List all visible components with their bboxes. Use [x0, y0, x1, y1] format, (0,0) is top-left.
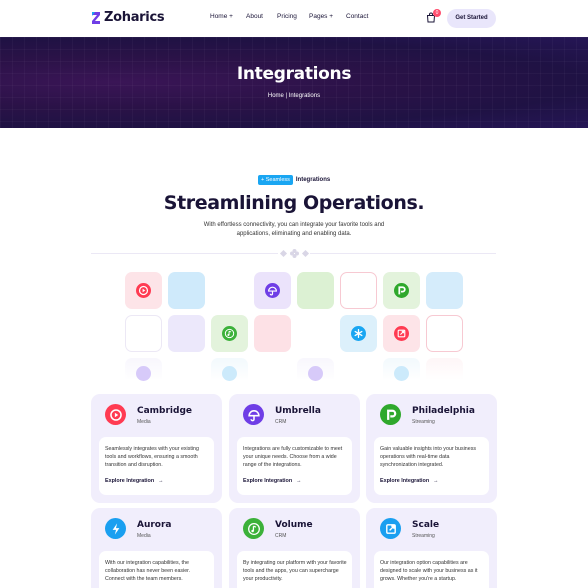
hero-grid-pattern [0, 37, 588, 128]
explore-integration-link[interactable]: Explore Integration→ [380, 478, 439, 484]
card-title: Scale [412, 520, 440, 530]
page-hero: Integrations Home | Integrations [0, 37, 588, 128]
card-title: Umbrella [275, 406, 321, 416]
site-header: Zoharics Home + About Pricing Pages + Co… [0, 0, 588, 37]
integration-tile [426, 358, 463, 380]
card-category: Streaming [412, 533, 435, 539]
card-body: With our integration capabilities, the c… [99, 551, 214, 588]
card-title: Philadelphia [412, 406, 475, 416]
integration-tile [383, 358, 420, 381]
integration-tile[interactable] [254, 315, 291, 352]
card-category: CRM [275, 419, 287, 425]
play-icon [136, 283, 151, 298]
integration-tile [297, 358, 334, 381]
integration-tile [211, 358, 248, 381]
card-description: Our integration option capabilities are … [380, 560, 478, 582]
integration-tile[interactable] [383, 315, 420, 352]
scale-icon [394, 326, 409, 341]
music-icon [222, 326, 237, 341]
card-description: Gain valuable insights into your busines… [380, 446, 476, 468]
diamond-icon [301, 249, 309, 257]
card-body: Our integration option capabilities are … [374, 551, 489, 588]
link-label: Explore Integration [105, 478, 155, 484]
divider-ornament [278, 247, 310, 259]
card-title: Cambridge [137, 406, 193, 416]
logo-mark-icon [92, 11, 100, 24]
integration-tile[interactable] [297, 272, 334, 309]
explore-integration-link[interactable]: Explore Integration→ [105, 478, 164, 484]
tile-icon [136, 366, 151, 381]
integration-tile[interactable] [168, 315, 205, 352]
integration-tile[interactable] [125, 272, 162, 309]
shopping-bag-icon[interactable] [426, 12, 436, 23]
p-logo-icon [380, 404, 401, 425]
bolt-icon [105, 518, 126, 539]
diamond-icon [279, 249, 287, 257]
eyebrow-pill: + Seamless [258, 175, 293, 185]
get-started-button[interactable]: Get Started [447, 9, 496, 28]
card-body: Integrations are fully customizable to m… [237, 437, 352, 495]
nav-item-pages[interactable]: Pages + [309, 13, 334, 20]
card-category: Media [137, 419, 151, 425]
card-title: Volume [275, 520, 313, 530]
integration-tile[interactable] [211, 315, 248, 352]
integration-tile[interactable] [125, 315, 162, 352]
brand-name: Zoharics [104, 10, 165, 25]
card-description: Integrations are fully customizable to m… [243, 446, 343, 468]
arrow-right-icon: → [158, 478, 164, 484]
integration-tile [125, 358, 162, 381]
integration-tile[interactable] [254, 272, 291, 309]
brand-logo[interactable]: Zoharics [91, 10, 165, 25]
link-label: Explore Integration [243, 478, 293, 484]
card-category: Media [137, 533, 151, 539]
arrow-right-icon: → [296, 478, 302, 484]
card-title: Aurora [137, 520, 172, 530]
section-eyebrow: + Seamless Integrations [258, 175, 330, 185]
tile-icon [394, 366, 409, 381]
scale-icon [380, 518, 401, 539]
tile-icon [222, 366, 237, 381]
music-icon [243, 518, 264, 539]
card-category: CRM [275, 533, 287, 539]
link-label: Explore Integration [380, 478, 430, 484]
integration-tile[interactable] [383, 272, 420, 309]
card-body: Gain valuable insights into your busines… [374, 437, 489, 495]
card-category: Streaming [412, 419, 435, 425]
nav-item-home[interactable]: Home + [210, 13, 233, 20]
card-body: By integrating our platform with your fa… [237, 551, 352, 588]
page-title: Integrations [236, 64, 352, 84]
card-description: By integrating our platform with your fa… [243, 560, 347, 582]
umbrella-icon [243, 404, 264, 425]
tile-icon [308, 366, 323, 381]
section-description: With effortless connectivity, you can in… [203, 222, 385, 237]
card-body: Seamlessly integrates with your existing… [99, 437, 214, 495]
arrow-right-icon: → [433, 478, 439, 484]
umbrella-icon [265, 283, 280, 298]
integration-tile[interactable] [340, 272, 377, 309]
nav-item-contact[interactable]: Contact [346, 13, 369, 20]
section-title: Streamlining Operations. [163, 192, 425, 214]
eyebrow-text: Integrations [295, 177, 331, 183]
integration-tile[interactable] [168, 272, 205, 309]
card-description: Seamlessly integrates with your existing… [105, 446, 199, 468]
integration-tile[interactable] [426, 315, 463, 352]
p-logo-icon [394, 283, 409, 298]
clover-icon [289, 248, 299, 258]
explore-integration-link[interactable]: Explore Integration→ [243, 478, 302, 484]
integration-tile[interactable] [426, 272, 463, 309]
nav-item-about[interactable]: About [246, 13, 263, 20]
asterisk-icon [351, 326, 366, 341]
integration-tile[interactable] [340, 315, 377, 352]
card-description: With our integration capabilities, the c… [105, 560, 191, 582]
breadcrumb: Home | Integrations [267, 93, 321, 99]
play-icon [105, 404, 126, 425]
cart-count-badge: 0 [433, 9, 441, 17]
nav-item-pricing[interactable]: Pricing [277, 13, 297, 20]
